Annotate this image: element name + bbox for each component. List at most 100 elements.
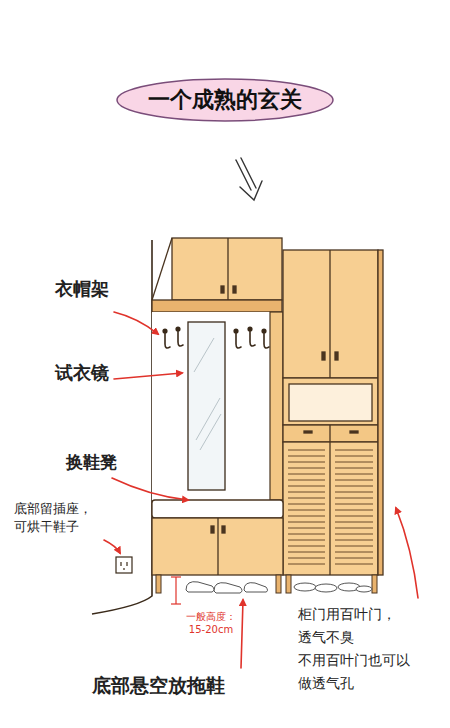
louver-slat	[288, 510, 325, 511]
louver-slat	[335, 498, 373, 499]
mirror-part	[200, 414, 221, 450]
louver-slat	[288, 516, 325, 517]
pointer-arrow-part	[241, 158, 256, 188]
upper-cabinet-part	[152, 238, 172, 300]
shoes-part	[294, 583, 316, 591]
louver-slat	[335, 552, 373, 553]
louver-slat	[335, 534, 373, 535]
height-dimension-part	[171, 603, 181, 604]
louver-slat	[335, 564, 373, 565]
upper-cabinet-part	[221, 286, 224, 293]
louver-slat	[288, 456, 325, 457]
part-label: 衣帽架	[55, 278, 109, 301]
louver-slat	[288, 528, 325, 529]
mirror-part	[194, 338, 214, 372]
power-socket-part	[123, 568, 124, 570]
louver-slat	[288, 462, 325, 463]
louver-slat	[335, 468, 373, 469]
louver-slat	[288, 540, 325, 541]
height-dimension-part	[171, 576, 181, 577]
leader-arrows-part	[241, 600, 243, 668]
shoes-part	[244, 583, 268, 592]
cabinet-legs-part	[372, 575, 377, 593]
louver-slats	[288, 450, 373, 564]
part-label: 试衣镜	[55, 362, 109, 385]
pointer-arrow-part	[240, 181, 262, 200]
leader-arrows-part	[104, 540, 120, 553]
louver-slat	[288, 450, 325, 451]
note-label: 柜门用百叶门， 透气不臭 不用百叶门也可以 做透气孔	[298, 603, 438, 695]
height-dimension	[171, 577, 181, 604]
height-dimension-part	[175, 577, 176, 604]
part-label: 底部悬空放拖鞋	[92, 674, 225, 698]
tall-cabinet-part	[283, 378, 378, 425]
coat-hooks-part	[165, 332, 170, 348]
coat-hooks-part	[163, 329, 167, 333]
leader-arrows-part	[114, 312, 158, 334]
coat-hooks-part	[264, 332, 269, 348]
louver-slat	[288, 522, 325, 523]
cabinet-legs	[156, 575, 377, 593]
upper-cabinet-part	[152, 300, 282, 312]
shoes-part	[186, 582, 214, 592]
shoe-bench	[152, 500, 283, 575]
shoe-bench-part	[211, 526, 214, 533]
power-socket	[116, 557, 132, 573]
note-label: 底部留插座， 可烘干鞋子	[14, 500, 106, 535]
shoes-part	[214, 583, 242, 593]
coat-hooks-part	[248, 327, 252, 331]
louver-slat	[335, 546, 373, 547]
louver-slat	[288, 558, 325, 559]
tall-cabinet	[283, 250, 383, 575]
louver-slat	[288, 546, 325, 547]
tall-cabinet-part	[283, 442, 378, 575]
tall-cabinet-part	[335, 352, 338, 360]
coat-hooks-part	[236, 332, 241, 348]
louver-slat	[335, 510, 373, 511]
louver-slat	[288, 468, 325, 469]
coat-hooks-part	[250, 330, 255, 346]
tall-cabinet-part	[329, 425, 330, 575]
shoes-part	[315, 584, 337, 592]
louver-slat	[288, 480, 325, 481]
louver-slat	[288, 498, 325, 499]
tall-cabinet-part	[322, 352, 325, 360]
mirror-part	[188, 322, 225, 490]
coat-hooks-part	[178, 330, 183, 346]
cabinet-legs-part	[276, 575, 281, 593]
coat-hooks-part	[262, 329, 266, 333]
louver-slat	[335, 462, 373, 463]
louver-slat	[335, 558, 373, 559]
louver-slat	[288, 486, 325, 487]
upper-cabinet-part	[227, 238, 228, 300]
louver-slat	[288, 564, 325, 565]
shoes	[186, 582, 372, 593]
upper-cabinet	[152, 238, 282, 312]
cabinet-legs-part	[156, 575, 161, 593]
louver-slat	[288, 474, 325, 475]
coat-hooks-part	[176, 327, 180, 331]
mirror	[188, 322, 225, 490]
coat-area-part	[270, 312, 283, 500]
mirror-part	[196, 398, 220, 440]
shoe-bench-part	[217, 518, 218, 575]
louver-slat	[335, 474, 373, 475]
louver-slat	[335, 522, 373, 523]
upper-cabinet-part	[172, 238, 282, 300]
power-socket-part	[126, 562, 127, 566]
tall-cabinet-part	[329, 442, 330, 575]
coat-area-part	[152, 312, 270, 500]
tall-cabinet-part	[289, 384, 372, 421]
louver-slat	[335, 516, 373, 517]
cabinet-legs-part	[286, 575, 291, 593]
power-socket-part	[120, 562, 121, 566]
part-label: 换鞋凳	[66, 452, 117, 473]
upper-cabinet-part	[233, 286, 236, 293]
louver-slat	[335, 540, 373, 541]
louver-slat	[335, 450, 373, 451]
leader-arrows-part	[396, 508, 418, 598]
leader-arrows-part	[112, 478, 188, 500]
coat-area	[152, 312, 283, 500]
leader-arrows-part	[114, 373, 182, 379]
louver-slat	[335, 528, 373, 529]
